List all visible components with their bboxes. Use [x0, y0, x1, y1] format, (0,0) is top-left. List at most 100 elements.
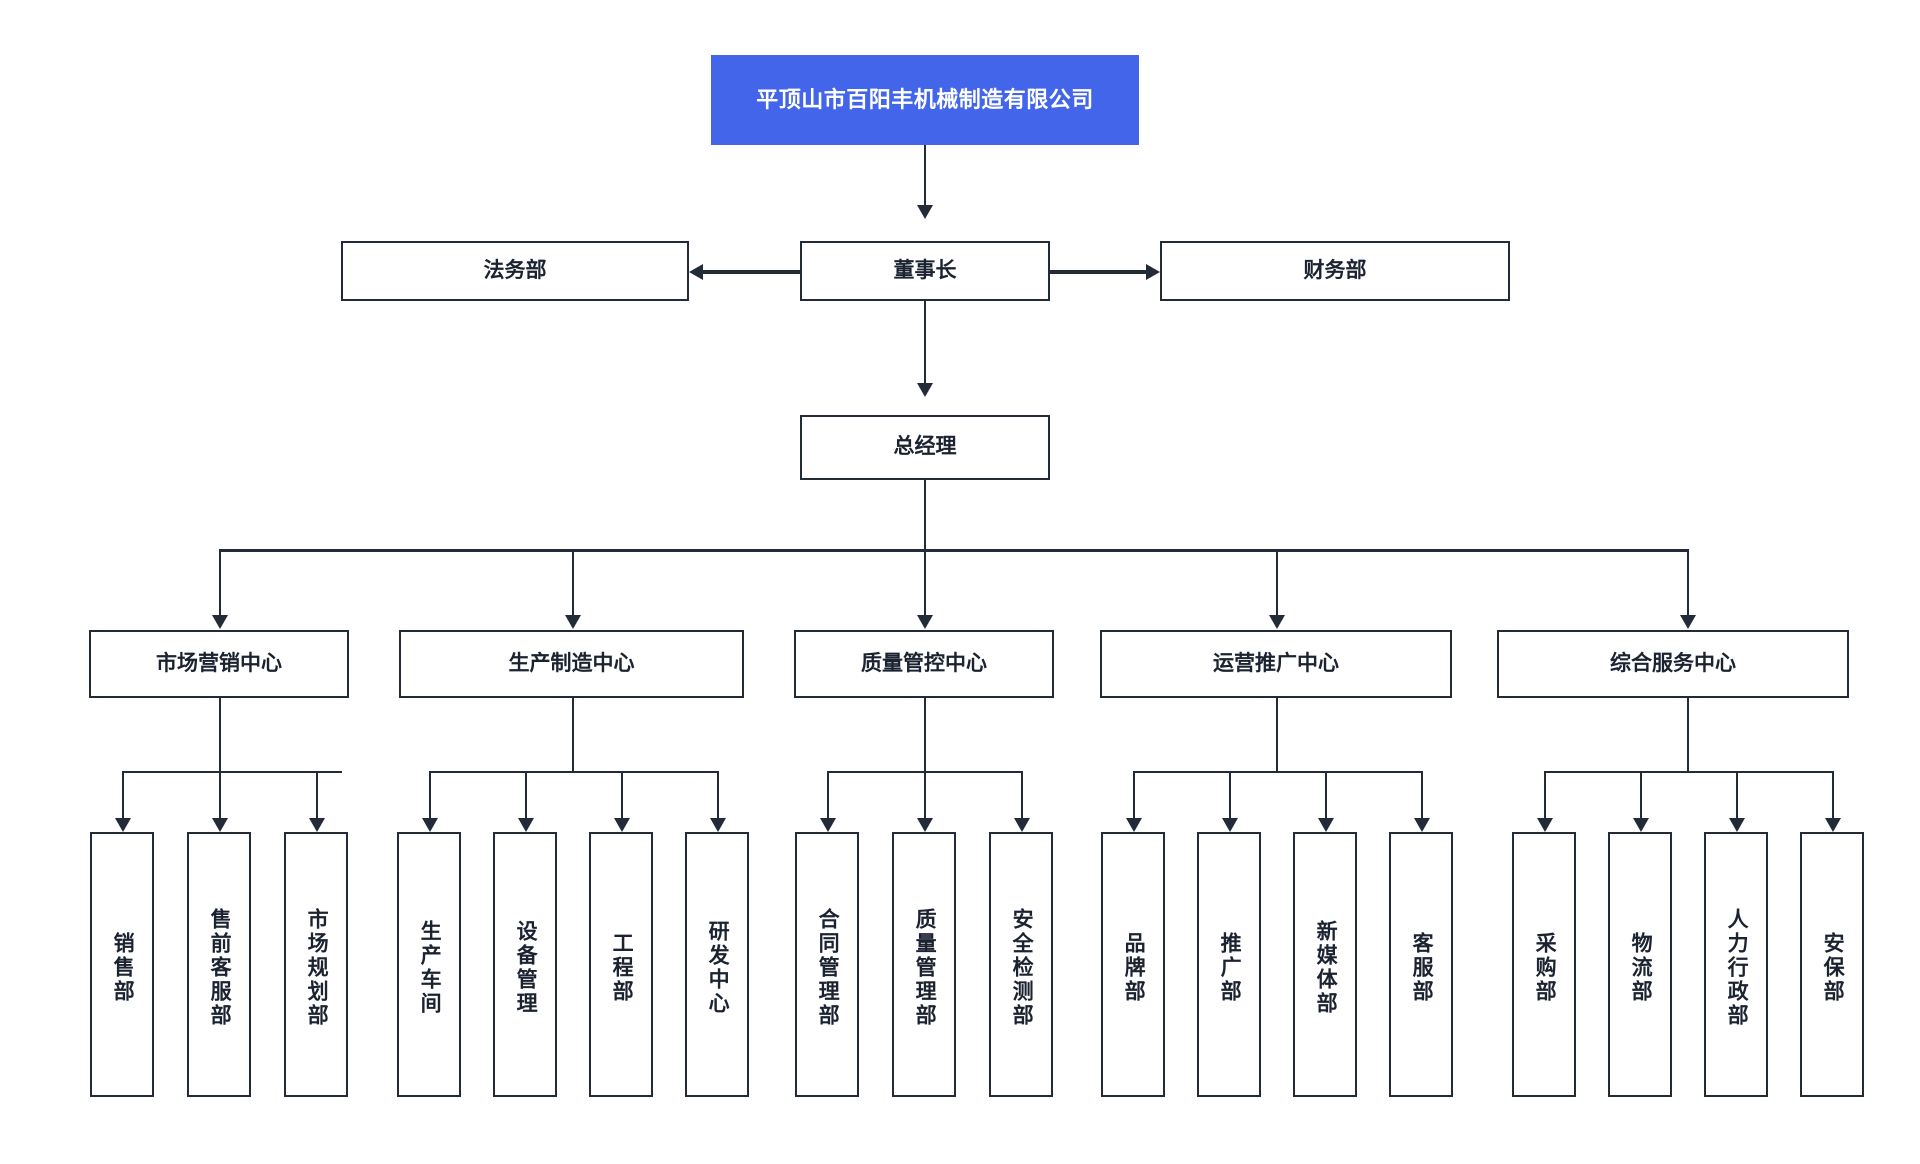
arrowhead-operations-2 — [1318, 818, 1334, 832]
node-dept-brand[interactable]: 品牌部 — [1101, 832, 1165, 1097]
drop-center-3 — [1276, 549, 1278, 621]
node-label: 法务部 — [483, 258, 547, 282]
node-chairman[interactable]: 董事长 — [800, 241, 1050, 301]
connector-operations-stem — [1276, 698, 1278, 772]
node-label: 综合服务中心 — [1610, 651, 1736, 675]
drop-center-0 — [219, 549, 221, 621]
drop-services-0 — [1544, 771, 1546, 825]
node-label: 质量管理部 — [913, 907, 937, 1028]
drop-services-1 — [1640, 771, 1642, 825]
bus-bar-centers — [219, 549, 1688, 552]
arrowhead-manufacturing-3 — [710, 818, 726, 832]
connector-chairman-to-legal — [703, 270, 800, 274]
arrowhead-marketing-1 — [212, 818, 228, 832]
node-dept-production-workshop[interactable]: 生产车间 — [397, 832, 461, 1097]
connector-chairman-to-finance — [1050, 270, 1146, 274]
node-dept-presales-service[interactable]: 售前客服部 — [187, 832, 251, 1097]
node-center-marketing[interactable]: 市场营销中心 — [89, 630, 349, 698]
arrowhead-center-3 — [1269, 615, 1285, 629]
node-label: 市场规划部 — [305, 907, 329, 1028]
node-company-root[interactable]: 平顶山市百阳丰机械制造有限公司 — [711, 55, 1139, 145]
drop-quality-1 — [924, 771, 926, 825]
node-finance-department[interactable]: 财务部 — [1160, 241, 1510, 301]
node-dept-hr-administration[interactable]: 人力行政部 — [1704, 832, 1768, 1097]
node-label: 品牌部 — [1122, 931, 1146, 1004]
drop-operations-0 — [1133, 771, 1135, 825]
connector-root-to-chairman — [924, 145, 926, 213]
connector-marketing-stem — [219, 698, 221, 772]
connector-manufacturing-stem — [572, 698, 574, 772]
node-dept-customer-service[interactable]: 客服部 — [1389, 832, 1453, 1097]
node-dept-procurement[interactable]: 采购部 — [1512, 832, 1576, 1097]
arrowhead-finance — [1146, 264, 1160, 280]
node-label: 推广部 — [1218, 931, 1242, 1004]
drop-quality-2 — [1021, 771, 1023, 825]
arrowhead-quality-2 — [1014, 818, 1030, 832]
drop-manufacturing-0 — [429, 771, 431, 825]
drop-marketing-1 — [219, 771, 221, 825]
node-dept-rnd-center[interactable]: 研发中心 — [685, 832, 749, 1097]
arrowhead-legal — [689, 264, 703, 280]
bus-bar-marketing — [122, 771, 342, 773]
arrowhead-chairman — [917, 205, 933, 219]
node-center-manufacturing[interactable]: 生产制造中心 — [399, 630, 744, 698]
drop-manufacturing-3 — [717, 771, 719, 825]
arrowhead-manufacturing-2 — [614, 818, 630, 832]
arrowhead-quality-0 — [820, 818, 836, 832]
node-dept-security[interactable]: 安保部 — [1800, 832, 1864, 1097]
node-label: 市场营销中心 — [156, 651, 282, 675]
node-label: 工程部 — [610, 931, 634, 1004]
node-dept-contract-management[interactable]: 合同管理部 — [795, 832, 859, 1097]
node-dept-equipment-management[interactable]: 设备管理 — [493, 832, 557, 1097]
node-label: 运营推广中心 — [1213, 651, 1339, 675]
node-dept-market-planning[interactable]: 市场规划部 — [284, 832, 348, 1097]
node-label: 董事长 — [893, 258, 957, 282]
node-label: 生产车间 — [418, 919, 442, 1016]
drop-quality-0 — [827, 771, 829, 825]
node-center-operations[interactable]: 运营推广中心 — [1100, 630, 1452, 698]
node-label: 物流部 — [1629, 931, 1653, 1004]
arrowhead-services-3 — [1825, 818, 1841, 832]
node-label: 安保部 — [1821, 931, 1845, 1004]
connector-chairman-to-gm — [924, 301, 926, 389]
arrowhead-operations-1 — [1222, 818, 1238, 832]
node-label: 质量管控中心 — [861, 651, 987, 675]
arrowhead-center-0 — [212, 615, 228, 629]
arrowhead-operations-0 — [1126, 818, 1142, 832]
node-dept-new-media[interactable]: 新媒体部 — [1293, 832, 1357, 1097]
arrowhead-center-4 — [1680, 615, 1696, 629]
arrowhead-marketing-2 — [309, 818, 325, 832]
arrowhead-operations-3 — [1414, 818, 1430, 832]
node-label: 总经理 — [893, 435, 957, 459]
arrowhead-manufacturing-0 — [422, 818, 438, 832]
node-label: 人力行政部 — [1725, 907, 1749, 1028]
node-center-quality[interactable]: 质量管控中心 — [794, 630, 1054, 698]
node-center-services[interactable]: 综合服务中心 — [1497, 630, 1849, 698]
node-label: 生产制造中心 — [508, 651, 635, 675]
arrowhead-gm — [917, 383, 933, 397]
node-dept-safety-inspection[interactable]: 安全检测部 — [989, 832, 1053, 1097]
node-dept-promotion[interactable]: 推广部 — [1197, 832, 1261, 1097]
node-dept-engineering[interactable]: 工程部 — [589, 832, 653, 1097]
node-label: 安全检测部 — [1010, 907, 1034, 1028]
drop-marketing-2 — [316, 771, 318, 825]
node-dept-sales[interactable]: 销售部 — [90, 832, 154, 1097]
connector-services-stem — [1687, 698, 1689, 772]
arrowhead-services-2 — [1729, 818, 1745, 832]
arrowhead-center-2 — [917, 615, 933, 629]
node-dept-quality-management[interactable]: 质量管理部 — [892, 832, 956, 1097]
arrowhead-manufacturing-1 — [518, 818, 534, 832]
connector-quality-stem — [924, 698, 926, 772]
arrowhead-quality-1 — [917, 818, 933, 832]
node-dept-logistics[interactable]: 物流部 — [1608, 832, 1672, 1097]
node-general-manager[interactable]: 总经理 — [800, 415, 1050, 480]
drop-manufacturing-1 — [525, 771, 527, 825]
drop-manufacturing-2 — [621, 771, 623, 825]
node-label: 设备管理 — [514, 919, 538, 1016]
node-label: 平顶山市百阳丰机械制造有限公司 — [756, 87, 1094, 113]
node-legal-department[interactable]: 法务部 — [341, 241, 689, 301]
arrowhead-center-1 — [565, 615, 581, 629]
drop-center-1 — [572, 549, 574, 621]
bus-bar-manufacturing — [429, 771, 717, 773]
node-label: 合同管理部 — [816, 907, 840, 1028]
